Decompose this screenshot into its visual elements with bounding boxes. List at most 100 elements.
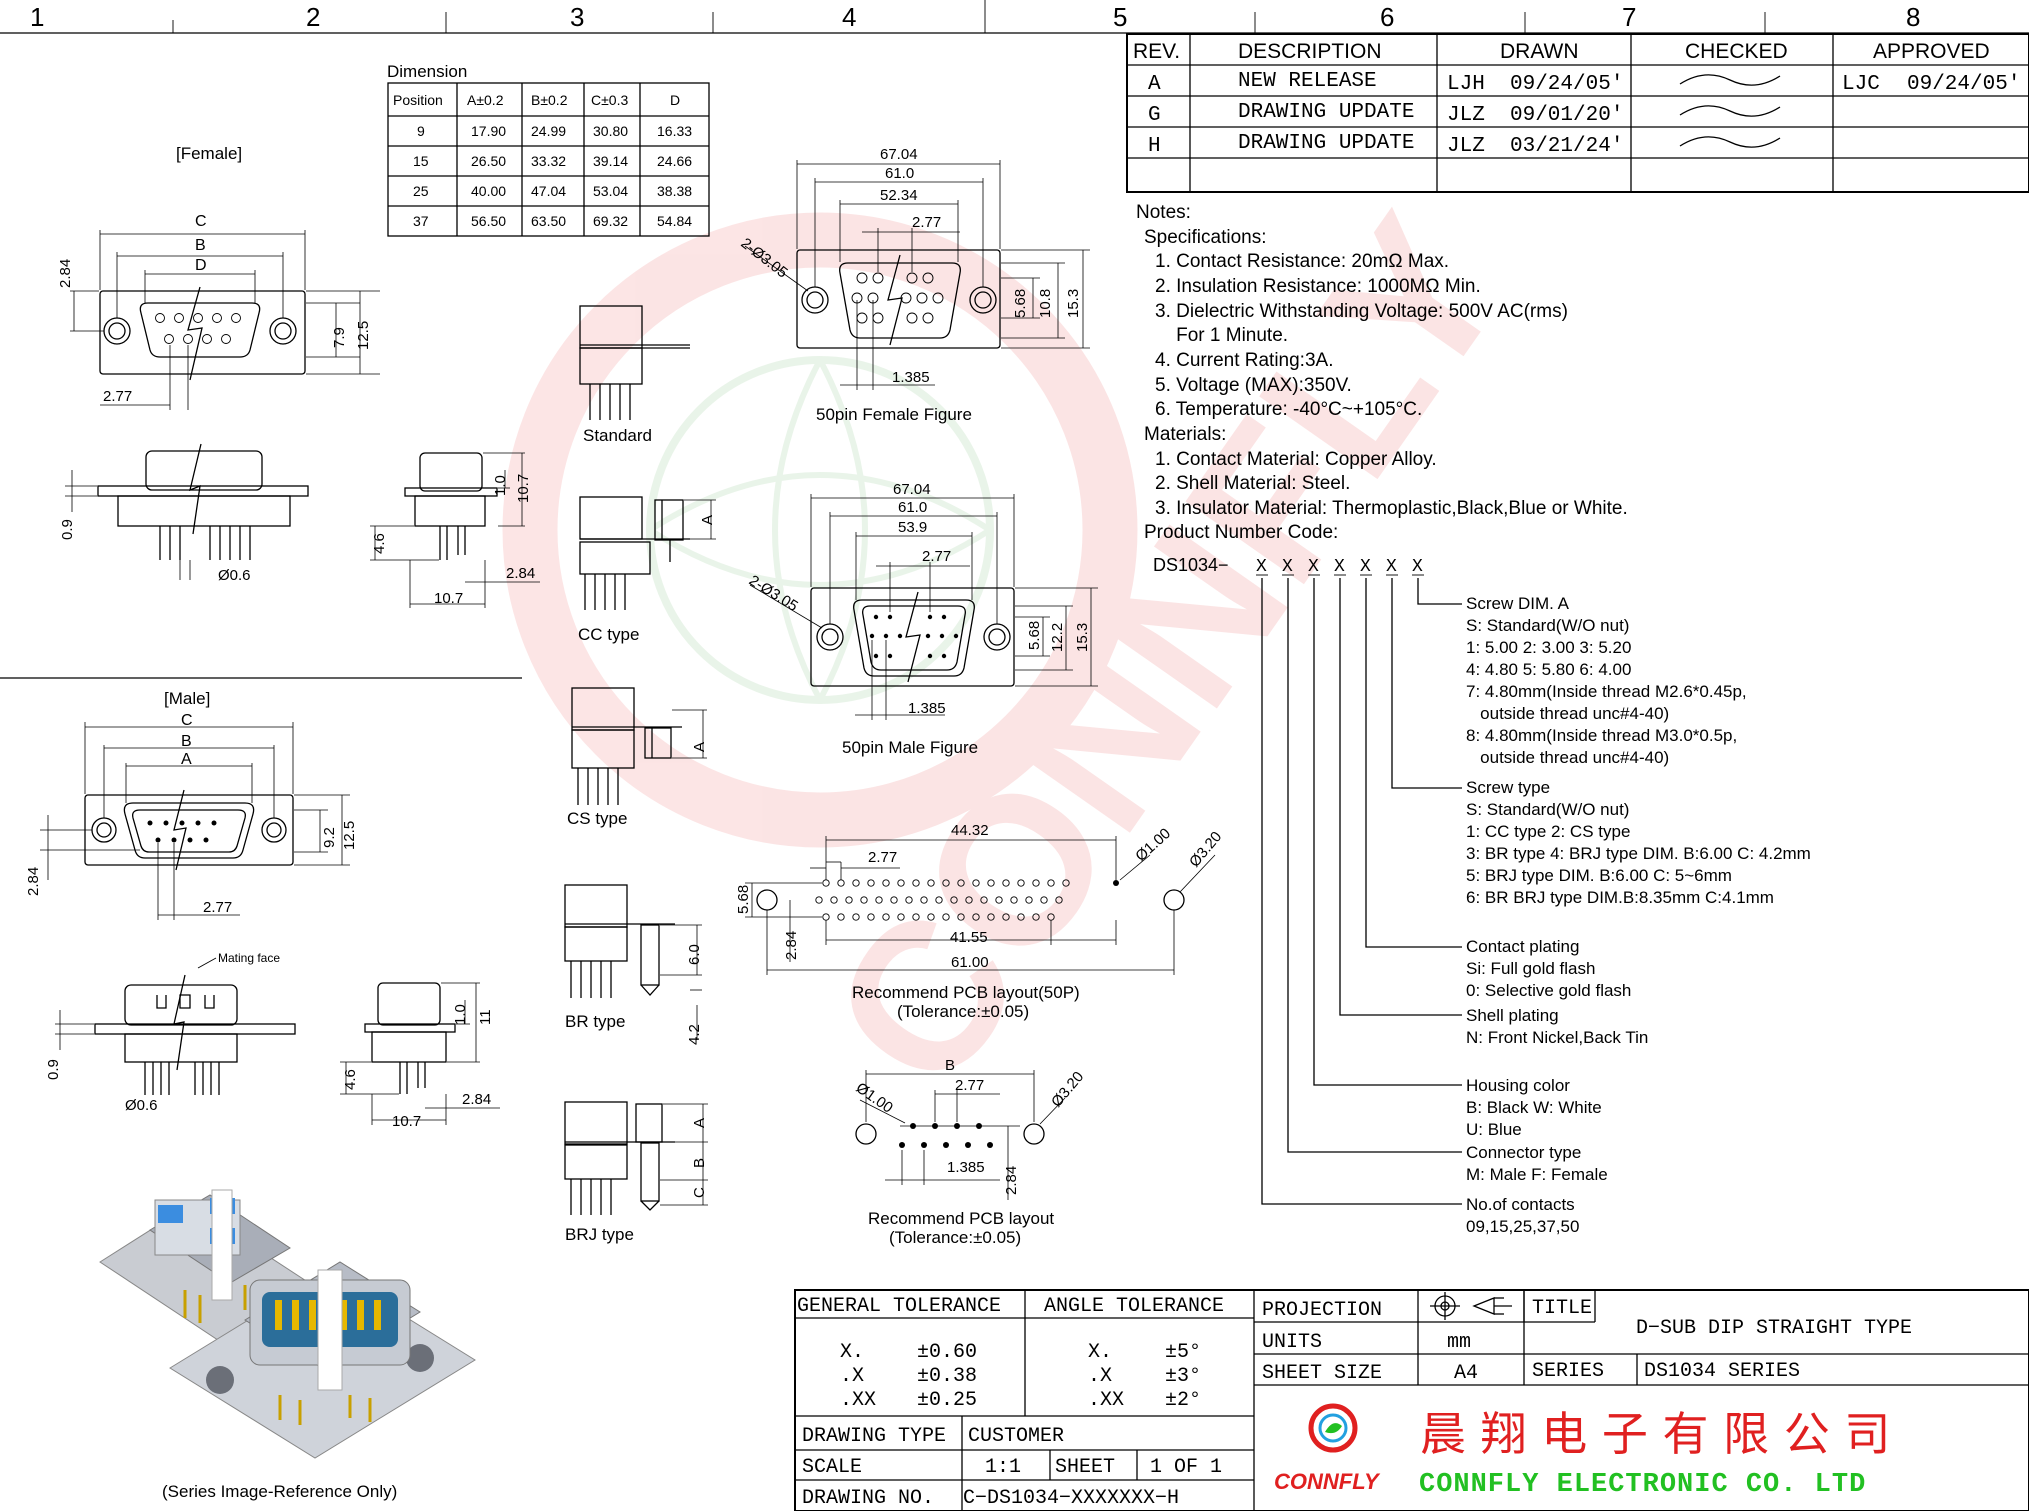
male-end-view: 1.0 11 4.6 10.7 2.84: [340, 982, 500, 1130]
rev-a-desc: NEW RELEASE: [1238, 70, 1377, 93]
projection-label: PROJECTION: [1262, 1299, 1382, 1322]
female-dim-c: C: [195, 213, 207, 230]
m50-dim-1385: 1.385: [908, 700, 946, 717]
dim-h-c: C±0.3: [591, 92, 628, 108]
male-label: [Male]: [164, 689, 210, 708]
spec-2: 2. Insulation Resistance: 1000MΩ Min.: [1155, 276, 1481, 297]
gt-xxx: .XX: [840, 1389, 876, 1412]
pcb50-tolerance: (Tolerance:±0.05): [897, 1002, 1029, 1021]
rev-h-drawn-date: 03/21/24': [1510, 135, 1623, 158]
pcb50-dim-568: 5.68: [735, 885, 752, 914]
at-x: X.: [1088, 1341, 1112, 1364]
spec-6: 6. Temperature: -40°C~+105°C.: [1155, 399, 1422, 420]
company-logo: CONNFLY: [1274, 1403, 1381, 1494]
material-1: 1. Contact Material: Copper Alloy.: [1155, 449, 1437, 470]
f50-dim-6704: 67.04: [880, 146, 918, 163]
mount-brj-label: BRJ type: [565, 1225, 634, 1244]
dim-h-d: D: [670, 92, 680, 108]
mount-br-dim-42: 4.2: [686, 1024, 703, 1045]
rev-g: G: [1148, 104, 1161, 127]
mount-brj: A B C BRJ type: [564, 1101, 708, 1244]
female-side-dim-09: 0.9: [59, 519, 76, 540]
grid-col-2: 2: [306, 2, 320, 32]
mount-standard: Standard: [579, 305, 690, 445]
units-label: UNITS: [1262, 1331, 1322, 1354]
pn-contact-plating-2: 0: Selective gold flash: [1466, 981, 1631, 1000]
dim-h-b: B±0.2: [531, 92, 568, 108]
title-label: TITLE: [1532, 1297, 1592, 1320]
pn-x-2: X: [1282, 557, 1293, 577]
rev-h-desc: DRAWING UPDATE: [1238, 132, 1414, 155]
pcb-dim-320: Ø3.20: [1048, 1068, 1087, 1110]
pn-screw-dim-3: 4: 4.80 5: 5.80 6: 4.00: [1466, 660, 1631, 679]
dim-h-a: A±0.2: [467, 92, 504, 108]
pn-screw-dim-4: 7: 4.80mm(Inside thread M2.6*0.45p,: [1466, 682, 1747, 701]
units-value: mm: [1447, 1331, 1471, 1354]
series-label: SERIES: [1532, 1360, 1604, 1383]
mount-cc: A CC type: [578, 496, 716, 644]
sheet-value: 1 OF 1: [1150, 1456, 1222, 1479]
mount-br: 6.0 4.2 BR type: [564, 884, 703, 1045]
grid-col-4: 4: [842, 2, 856, 32]
dim-r0-a: 17.90: [471, 123, 506, 139]
female-side-view: 0.9 Ø0.6: [59, 443, 309, 584]
rev-a-drawn-date: 09/24/05': [1510, 73, 1623, 96]
male-end-dim-284: 2.84: [462, 1091, 491, 1108]
series-image-caption: (Series Image-Reference Only): [162, 1482, 397, 1501]
dim-r2-b: 47.04: [531, 183, 566, 199]
female-end-dim-107: 10.7: [434, 590, 463, 607]
pcb-dim-100: Ø1.00: [853, 1079, 896, 1116]
dim-r2-a: 40.00: [471, 183, 506, 199]
male-front-view: [Male] C B A 9.2 1: [25, 689, 358, 920]
pcb-dim-b: B: [945, 1057, 955, 1074]
pn-contact-plating-0: Contact plating: [1466, 937, 1579, 956]
rev-g-desc: DRAWING UPDATE: [1238, 101, 1414, 124]
dim-r2-d: 38.38: [657, 183, 692, 199]
material-3: 3. Insulator Material: Thermoplastic,Bla…: [1155, 498, 1628, 519]
dim-r2-c: 53.04: [593, 183, 628, 199]
gt-xx-val: ±0.38: [917, 1365, 977, 1388]
dim-h-position: Position: [393, 92, 443, 108]
male-end-dim-11: 11: [477, 1009, 494, 1025]
pn-x-6: X: [1386, 557, 1397, 577]
spec-5: 5. Voltage (MAX):350V.: [1155, 375, 1352, 396]
pcb-layout-50p: 44.32 2.77 41.55 61.00 Ø1.00 Ø3.20 5.68 …: [735, 822, 1225, 1021]
pn-housing-color-0: Housing color: [1466, 1076, 1570, 1095]
male-50pin-label: 50pin Male Figure: [842, 738, 978, 757]
dimension-table-title: Dimension: [387, 62, 467, 81]
spec-4: 4. Current Rating:3A.: [1155, 350, 1333, 371]
at-xx-val: ±3°: [1165, 1365, 1201, 1388]
rev-h-drawn-by: JLZ: [1447, 135, 1485, 158]
female-end-dim-46: 4.6: [371, 533, 388, 554]
rev-a: A: [1148, 73, 1161, 96]
pn-prefix: DS1034−: [1153, 555, 1229, 575]
f50-dim-610: 61.0: [885, 165, 914, 182]
grid-col-6: 6: [1380, 2, 1394, 32]
pcb50-row-2: [815, 896, 1063, 904]
pcb50-row-1: [822, 879, 1070, 887]
at-x-val: ±5°: [1165, 1341, 1201, 1364]
notes: Notes: Specifications: 1. Contact Resist…: [1136, 202, 1628, 575]
female-side-dim-06: Ø0.6: [218, 567, 251, 584]
male-end-dim-107: 10.7: [392, 1113, 421, 1130]
mount-cs: A CS type: [567, 687, 708, 828]
rev-header-approved: APPROVED: [1873, 40, 1990, 63]
material-2: 2. Shell Material: Steel.: [1155, 473, 1350, 494]
pn-screw-dim-2: 1: 5.00 2: 3.00 3: 5.20: [1466, 638, 1631, 657]
series-value: DS1034 SERIES: [1644, 1360, 1800, 1383]
pn-connector-type-0: Connector type: [1466, 1143, 1581, 1162]
grid-col-8: 8: [1906, 2, 1920, 32]
pcb-dim-284: 2.84: [1003, 1166, 1020, 1195]
mount-brj-dim-a: A: [691, 1118, 708, 1128]
rev-a-approved-date: 09/24/05': [1907, 73, 2020, 96]
m50-dim-277: 2.77: [922, 548, 951, 565]
gt-xxx-val: ±0.25: [917, 1389, 977, 1412]
revision-table: REV. DESCRIPTION DRAWN CHECKED APPROVED …: [1126, 33, 2029, 193]
male-end-dim-46: 4.6: [342, 1069, 359, 1090]
globe-logo-icon: [1308, 1403, 1358, 1453]
pcb50-dim-4155: 41.55: [950, 929, 988, 946]
checked-signatures: [1679, 74, 1781, 148]
pn-screw-dim-7: outside thread unc#4-40): [1466, 748, 1669, 767]
pcb50-dim-4432: 44.32: [951, 822, 989, 839]
m50-dim-6704: 67.04: [893, 481, 931, 498]
